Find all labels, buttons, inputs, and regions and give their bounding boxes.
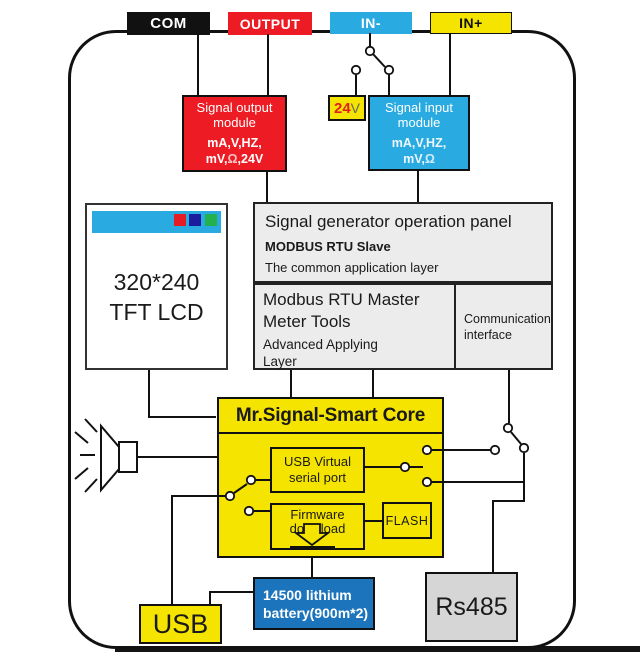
panel-layer-label: The common application layer xyxy=(265,260,439,275)
terminal-com: COM xyxy=(127,12,210,35)
lcd-resolution-text: 320*240 TFT LCD xyxy=(109,269,204,325)
core-title: Mr.Signal-Smart Core xyxy=(219,399,442,434)
lcd-pixel-blue xyxy=(189,214,201,226)
module-title-line: module xyxy=(213,115,256,130)
module-title-line: Signal input xyxy=(385,99,453,115)
device-outline-frame xyxy=(68,30,576,649)
module-title-line: Signal output xyxy=(196,100,273,115)
lcd-display: 320*240 TFT LCD xyxy=(85,203,228,370)
terminal-in-minus: IN- xyxy=(330,12,412,34)
module-title-line: module xyxy=(397,114,441,130)
panel-subtitle: MODBUS RTU Slave xyxy=(265,239,391,254)
bottom-edge-strip xyxy=(115,646,640,652)
signal-input-module: Signal input module mA,V,HZ, mV,Ω xyxy=(368,95,470,171)
power-unit: V xyxy=(350,100,361,116)
module-specs-line: mA,V,HZ, xyxy=(391,135,447,150)
usb-virtual-serial-box: USB Virtual serial port xyxy=(270,447,365,493)
terminal-in-plus: IN+ xyxy=(430,12,512,34)
power-value: 24 xyxy=(333,99,351,117)
panel-title: Signal generator operation panel xyxy=(265,212,512,231)
module-specs-line: mA,V,HZ, xyxy=(207,136,262,150)
modbus-master-box: Modbus RTU Master Meter Tools Advanced A… xyxy=(253,283,553,370)
lcd-pixel-green xyxy=(205,214,217,226)
communication-interface-cell: Communication interface xyxy=(464,311,551,342)
signal-output-module: Signal output module mA,V,HZ, mV,Ω,24V xyxy=(182,95,287,172)
operation-panel: Signal generator operation panel MODBUS … xyxy=(253,202,553,283)
flash-box: FLASH xyxy=(382,502,432,539)
lcd-pixel-red xyxy=(174,214,186,226)
usb-port-box: USB xyxy=(139,604,222,644)
firmware-download-box: Firmware download xyxy=(270,503,365,550)
lcd-status-bar xyxy=(92,211,221,233)
battery-box: 14500 lithium battery(900m*2) xyxy=(253,577,375,630)
modbus-master-cell: Modbus RTU Master Meter Tools Advanced A… xyxy=(255,285,456,369)
terminal-output: OUTPUT xyxy=(228,12,312,35)
rs485-box: Rs485 xyxy=(425,572,518,642)
